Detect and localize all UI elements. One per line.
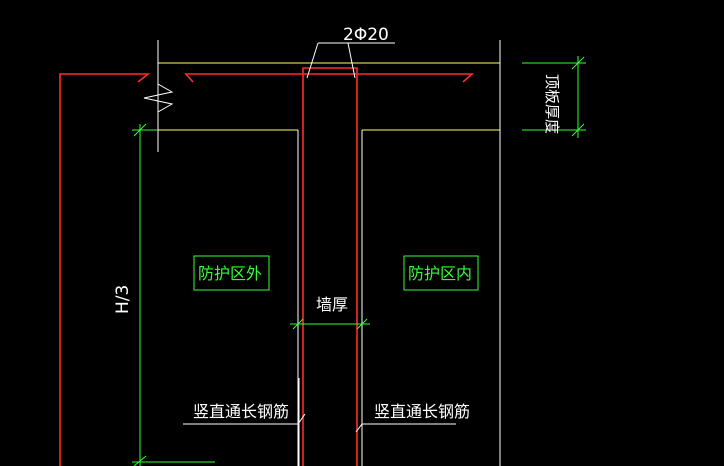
vertical-rebar-leaders (183, 413, 456, 433)
height-third-label: H/3 (113, 285, 133, 314)
vertical-rebar-label-left: 竖直通长钢筋 (193, 402, 289, 421)
rebar-callout-leaders (306, 42, 395, 79)
dimension-lines (132, 56, 586, 466)
roof-thickness-label: 顶板厚度 (543, 74, 561, 134)
break-line-symbol (143, 70, 174, 118)
vertical-rebar-label-right: 竖直通长钢筋 (374, 402, 470, 421)
wall-thickness-label: 墙厚 (316, 295, 348, 314)
rebar-callout-label: 2Φ20 (343, 25, 389, 45)
inside-zone-box (403, 255, 479, 291)
rebar-lines (59, 67, 475, 466)
inside-zone-label: 防护区内 (408, 264, 472, 283)
outside-zone-box (193, 255, 270, 291)
outside-zone-label: 防护区外 (198, 264, 262, 283)
